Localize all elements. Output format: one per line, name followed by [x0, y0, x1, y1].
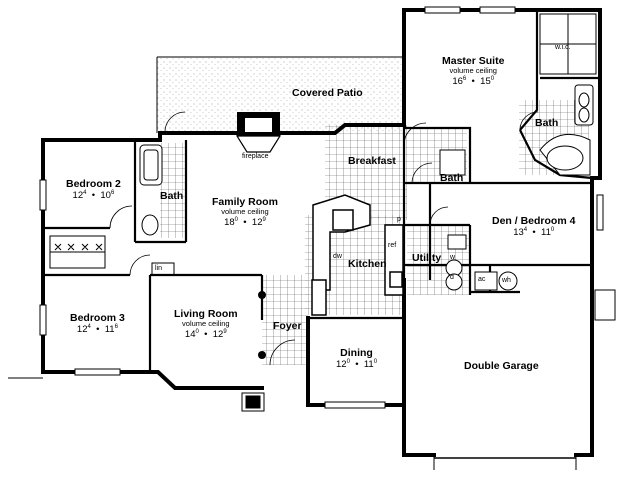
bedroom2-label: Bedroom 2 124 • 106	[66, 178, 121, 202]
master-bath-label: Bath	[535, 117, 559, 129]
living-room-label: Living Room volume ceiling 140 • 129	[174, 308, 238, 341]
family-room-ceiling-note: volume ceiling	[221, 207, 269, 217]
fireplace-label: fireplace	[242, 153, 269, 160]
den-dimensions: 134 • 110	[513, 227, 555, 239]
kitchen-label: Kitchen	[348, 258, 387, 270]
kitchen-counters	[311, 194, 404, 316]
fireplace-symbol	[235, 112, 282, 153]
pantry-label: p	[397, 216, 401, 223]
family-room-label: Family Room volume ceiling 180 • 129	[212, 196, 278, 229]
double-garage-label: Double Garage	[464, 360, 539, 372]
foyer-label: Foyer	[273, 320, 302, 332]
dining-dimensions: 120 • 110	[336, 359, 378, 371]
garage-door-and-stoop	[8, 289, 616, 470]
living-room-ceiling-note: volume ceiling	[182, 319, 230, 329]
living-room-dimensions: 140 • 129	[184, 328, 227, 340]
bath-fixtures	[139, 84, 594, 291]
dryer-label: d	[450, 274, 454, 281]
refrigerator-label: ref	[388, 242, 397, 249]
doors	[109, 111, 539, 366]
den-label: Den / Bedroom 4 134 • 110	[492, 215, 575, 239]
linen-label: lin	[155, 265, 163, 272]
bedroom2-dimensions: 124 • 106	[72, 190, 115, 202]
utility-label: Utility	[412, 252, 442, 264]
den-name: Den / Bedroom 4	[492, 215, 576, 227]
bath2-label: Bath	[160, 190, 184, 202]
breakfast-label: Breakfast	[348, 155, 396, 167]
ac-label: ac	[478, 276, 486, 283]
closets	[49, 13, 597, 276]
covered-patio-area	[156, 56, 404, 133]
master-suite-label: Master Suite volume ceiling 166 • 150	[442, 55, 504, 88]
dining-label: Dining 120 • 110	[336, 347, 377, 371]
bath3-label: Bath	[440, 172, 464, 184]
family-room-name: Family Room	[212, 196, 278, 208]
family-room-dimensions: 180 • 129	[224, 216, 266, 228]
windows	[39, 6, 604, 409]
water-heater-label: wh	[502, 277, 511, 284]
wic-label: w.i.c.	[555, 44, 571, 51]
dining-name: Dining	[340, 347, 373, 359]
dishwasher-label: dw	[333, 253, 342, 260]
washer-label: w	[450, 254, 456, 261]
bedroom3-dimensions: 124 • 116	[76, 324, 118, 336]
columns	[258, 291, 266, 359]
bedroom3-label: Bedroom 3 124 • 116	[70, 312, 125, 336]
master-suite-dimensions: 166 • 150	[452, 75, 495, 87]
master-suite-name: Master Suite	[442, 55, 505, 67]
exterior-walls	[41, 8, 602, 457]
living-room-name: Living Room	[174, 308, 238, 320]
covered-patio-label: Covered Patio	[292, 87, 363, 99]
bedroom2-name: Bedroom 2	[66, 178, 121, 190]
bedroom3-name: Bedroom 3	[70, 312, 125, 324]
master-suite-ceiling-note: volume ceiling	[449, 66, 497, 76]
